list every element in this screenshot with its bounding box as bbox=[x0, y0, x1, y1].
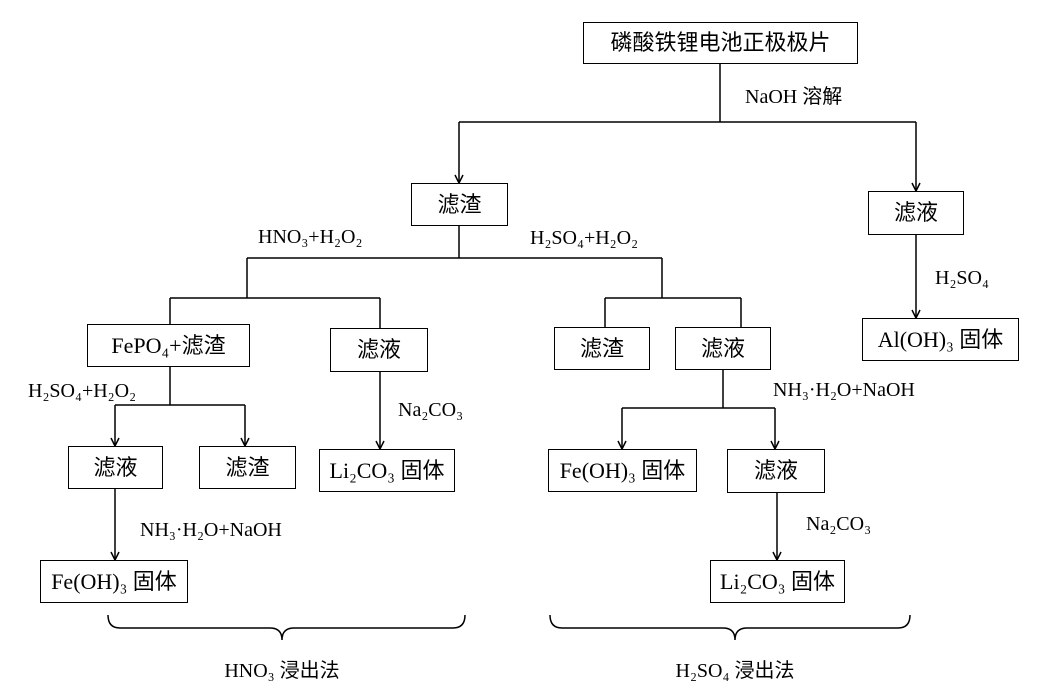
box-filtrate-naoh: 滤液 bbox=[868, 191, 964, 235]
box-li2co3-solid-h2so4: Li₂CO₃ 固体 bbox=[710, 560, 845, 603]
brace-hno3-method bbox=[107, 614, 466, 641]
label-naoh-dissolve: NaOH 溶解 bbox=[745, 86, 843, 108]
label-h2so4-method: H₂SO₄ 浸出法 bbox=[675, 660, 795, 682]
label-nh3-naoh-h2so4: NH₃·H₂O+NaOH bbox=[773, 379, 915, 401]
label-na2co3-h2so4: Na₂CO₃ bbox=[806, 513, 872, 535]
box-cathode: 磷酸铁锂电池正极极片 bbox=[583, 22, 858, 64]
label-h2so4-h2o2-fepo4: H₂SO₄+H₂O₂ bbox=[28, 380, 137, 402]
label-hno3-method: HNO₃ 浸出法 bbox=[224, 660, 340, 682]
box-filtrate-hno3: 滤液 bbox=[330, 328, 428, 372]
brace-h2so4-method bbox=[549, 614, 911, 641]
label-hno3-h2o2: HNO₃+H₂O₂ bbox=[258, 226, 363, 248]
box-residue-fepo4: 滤渣 bbox=[199, 446, 296, 489]
box-feoh3-solid-h2so4: Fe(OH)₃ 固体 bbox=[548, 449, 697, 492]
label-na2co3-hno3: Na₂CO₃ bbox=[398, 399, 464, 421]
label-h2so4-h2o2-main: H₂SO₄+H₂O₂ bbox=[530, 227, 639, 249]
box-filtrate-li-h2so4: 滤液 bbox=[727, 449, 825, 493]
box-filtrate-fepo4: 滤液 bbox=[68, 446, 163, 489]
box-residue-h2so4: 滤渣 bbox=[554, 327, 650, 370]
label-h2so4-al: H₂SO₄ bbox=[935, 267, 989, 289]
box-fepo4-residue: FePO₄+滤渣 bbox=[87, 324, 250, 367]
box-filtrate-h2so4: 滤液 bbox=[675, 327, 771, 370]
box-feoh3-solid-hno3: Fe(OH)₃ 固体 bbox=[40, 560, 188, 603]
box-residue-naoh: 滤渣 bbox=[411, 183, 508, 226]
label-nh3-naoh-hno3: NH₃·H₂O+NaOH bbox=[140, 519, 282, 541]
box-li2co3-solid-hno3: Li₂CO₃ 固体 bbox=[319, 449, 455, 492]
box-al-oh3-solid: Al(OH)₃ 固体 bbox=[862, 318, 1019, 361]
